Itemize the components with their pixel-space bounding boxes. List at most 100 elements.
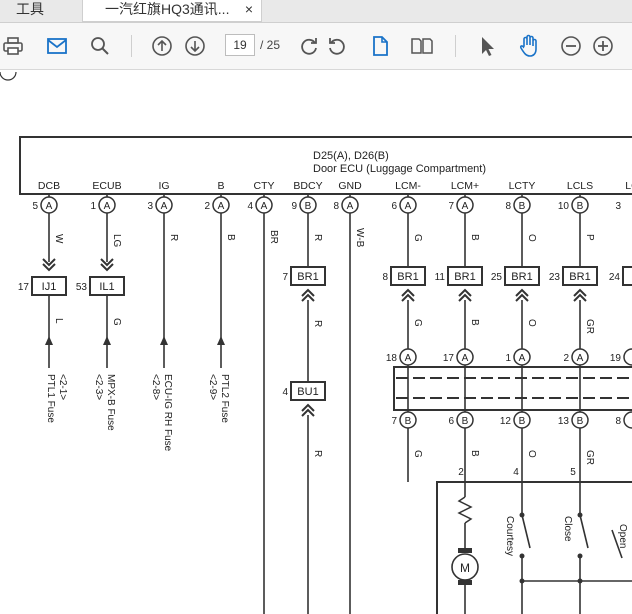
wire-junction-dot (577, 578, 583, 584)
wire-color: R (168, 234, 179, 241)
terminal-letter: B (519, 416, 526, 427)
junction-terminal (623, 411, 632, 429)
switch-label: Close (562, 516, 573, 542)
toolbar-divider (455, 35, 456, 57)
wire-junction-dot (519, 578, 525, 584)
page-total: / 25 (260, 38, 281, 52)
page-edge-mark (0, 71, 17, 81)
wire-color: R (312, 320, 323, 327)
page-down-icon[interactable] (180, 23, 210, 69)
wire-color: L (53, 318, 64, 324)
fuse-ref: <2-9> (207, 374, 218, 400)
fuse-ref: <2-3> (93, 374, 104, 400)
tab-bar: 工具 一汽红旗HQ3通讯... × (0, 0, 632, 23)
page-up-icon[interactable] (147, 23, 177, 69)
wire-color: B (469, 450, 480, 457)
connector-name: BR1 (454, 271, 475, 283)
connector-chevron (515, 288, 529, 302)
mail-icon[interactable] (42, 23, 72, 69)
arrow-up-icon (45, 336, 53, 345)
connector-box (504, 266, 540, 286)
connector-box (562, 266, 598, 286)
wire-color: O (526, 450, 537, 458)
terminal-number: 3 (147, 201, 153, 212)
ecu-title-2: Door ECU (Luggage Compartment) (313, 163, 486, 175)
toolbar: / 25 (0, 23, 632, 70)
pin-label: ECUB (92, 180, 121, 192)
search-icon[interactable] (85, 23, 115, 69)
pin-label: GND (338, 180, 362, 192)
switch-contact (519, 512, 525, 518)
pin-label: LC (625, 180, 632, 192)
terminal-letter: A (347, 201, 354, 212)
connector-box (390, 266, 426, 286)
wiring-group: DCBA5ECUBA1IGA3BA2CTYA4BDCYB9GNDA8LCM-A6… (18, 180, 632, 614)
wire-color: O (526, 319, 537, 327)
switch-contact (519, 553, 525, 559)
terminal-number: 12 (500, 416, 512, 427)
connector-box (290, 266, 326, 286)
wire-color: W (53, 234, 64, 244)
tab-tools[interactable]: 工具 (16, 1, 44, 17)
page-number-input[interactable] (225, 34, 255, 56)
motor-brush (458, 548, 472, 553)
fuse-label: PTL2 Fuse (219, 374, 230, 423)
motor-pin: 2 (458, 467, 464, 478)
wire-color: O (526, 234, 537, 242)
terminal-letter: A (161, 201, 168, 212)
two-page-icon[interactable] (407, 23, 437, 69)
terminal-letter: A (218, 201, 225, 212)
document-viewport[interactable]: D25(A), D26(B) Door ECU (Luggage Compart… (0, 70, 632, 614)
select-cursor-icon[interactable] (472, 23, 502, 69)
single-page-icon[interactable] (365, 23, 395, 69)
terminal-number: 6 (391, 201, 397, 212)
switch-contact (577, 553, 583, 559)
wire-color: GR (584, 319, 595, 334)
pin-label: LCTY (509, 180, 536, 192)
connector-chevron (42, 258, 56, 272)
zoom-out-icon[interactable] (556, 23, 586, 69)
wire-color: R (312, 450, 323, 457)
terminal-number: 1 (505, 353, 511, 364)
terminal-number: 2 (563, 353, 569, 364)
terminal-number: 9 (291, 201, 297, 212)
connector-pin: 7 (282, 272, 288, 283)
hand-tool-icon[interactable] (514, 23, 544, 69)
connector-pin: 53 (76, 282, 88, 293)
connector-box (622, 266, 632, 286)
terminal-letter: B (577, 416, 584, 427)
wire-color: LG (111, 234, 122, 248)
terminal-number: 10 (558, 201, 570, 212)
terminal-letter: A (405, 353, 412, 364)
connector-name: BR1 (569, 271, 590, 283)
wire-color: B (469, 319, 480, 326)
connector-chevron (401, 288, 415, 302)
fuse-label: ECU-IG RH Fuse (162, 374, 173, 452)
junction-block (393, 366, 632, 411)
wire-color: GR (584, 450, 595, 465)
terminal-number: 18 (386, 353, 398, 364)
wire-color: W-B (354, 228, 365, 248)
rotate-ccw-icon[interactable] (322, 23, 352, 69)
terminal-number: 1 (90, 201, 96, 212)
terminal-letter: A (104, 201, 111, 212)
connector-name: BU1 (297, 386, 318, 398)
tab-document[interactable]: 一汽红旗HQ3通讯... × (82, 0, 262, 22)
connector-pin: 24 (609, 272, 621, 283)
close-icon[interactable]: × (244, 1, 253, 17)
terminal-number: 5 (32, 201, 38, 212)
terminal-letter: A (462, 201, 469, 212)
terminal-letter: A (46, 201, 53, 212)
terminal-letter: B (405, 416, 412, 427)
motor-label: M (460, 561, 470, 575)
switch-blade (521, 514, 531, 549)
rotate-cw-icon[interactable] (294, 23, 324, 69)
print-icon[interactable] (0, 23, 28, 69)
terminal-letter: A (462, 353, 469, 364)
junction-terminal (623, 348, 632, 366)
switch-blade (579, 514, 589, 549)
zoom-in-icon[interactable] (588, 23, 618, 69)
terminal-number: 3 (615, 201, 621, 212)
fuse-ref: <2-8> (150, 374, 161, 400)
terminal-number: 17 (443, 353, 455, 364)
